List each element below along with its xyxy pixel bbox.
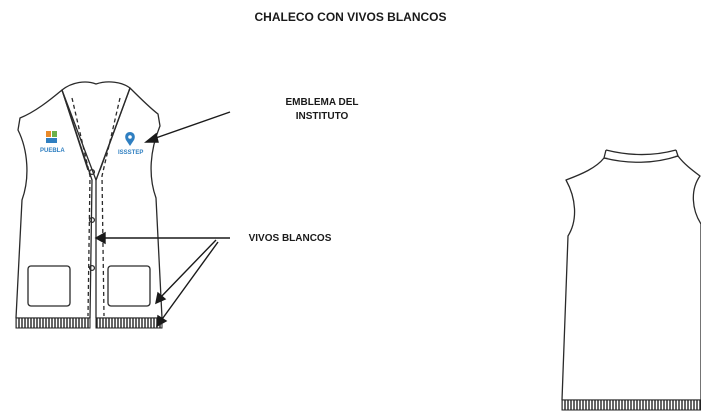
piping-left-dashed <box>71 97 91 317</box>
emblem-arrowhead <box>144 132 159 143</box>
diagram-title: CHALECO CON VIVOS BLANCOS <box>254 10 447 24</box>
emblem-arrow-line <box>149 111 231 141</box>
piping-arrowhead-1 <box>94 231 106 245</box>
vest-front-collar <box>61 81 131 181</box>
vest-back-collar-side-left <box>603 149 607 159</box>
button-2 <box>88 216 96 224</box>
puebla-logo-text: PUEBLA <box>40 148 65 154</box>
piping-right-dashed <box>101 97 121 317</box>
piping-arrow-line-3 <box>159 241 219 323</box>
pocket-left <box>27 265 71 307</box>
piping-arrowhead-2 <box>155 291 167 305</box>
vest-back-collar <box>603 155 679 163</box>
puebla-logo-icon: PUEBLA <box>40 131 65 154</box>
vest-front-hem-right <box>95 317 163 329</box>
vest-front-left-panel <box>15 89 93 319</box>
button-3 <box>88 264 96 272</box>
piping-label: VIVOS BLANCOS <box>248 233 332 244</box>
button-1 <box>88 168 96 176</box>
vest-front-lapel-left <box>61 89 89 171</box>
vest-back-body <box>561 155 701 401</box>
pocket-right <box>107 265 151 307</box>
emblem-label-line1: EMBLEMA DEL <box>285 97 359 108</box>
vest-back <box>561 149 701 401</box>
vest-front-lapel-right <box>99 87 131 171</box>
piping-arrowhead-3 <box>156 314 168 328</box>
arrow-icon <box>94 111 231 328</box>
issstep-logo-text: ISSSTEP <box>118 150 143 156</box>
emblem-label: EMBLEMA DEL INSTITUTO <box>262 96 382 124</box>
piping-arrow-line-2 <box>157 239 217 301</box>
vest-front-hem-left <box>15 317 91 329</box>
vest-back-collar-side-right <box>675 149 679 157</box>
vest-front-right-panel <box>95 87 163 319</box>
issstep-logo-icon: ISSSTEP <box>118 132 143 156</box>
vest-front <box>15 81 163 319</box>
emblem-label-line2: INSTITUTO <box>295 111 349 122</box>
vest-back-hem <box>561 399 701 411</box>
vest-back-collar-inner <box>605 149 677 156</box>
